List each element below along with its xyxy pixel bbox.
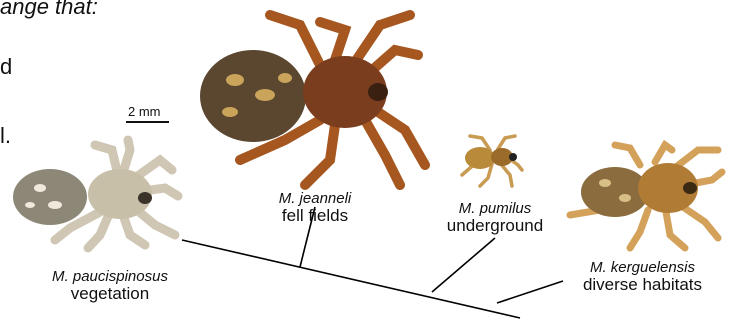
tree-main-branch xyxy=(182,240,520,318)
spider-pumilus xyxy=(462,136,522,186)
species-name-pumilus: M. pumilus xyxy=(415,200,575,217)
species-habitat-kerguelensis: diverse habitats xyxy=(560,275,725,295)
species-name-paucispinosus: M. paucispinosus xyxy=(20,268,200,285)
species-name-jeanneli: M. jeanneli xyxy=(235,190,395,207)
species-habitat-paucispinosus: vegetation xyxy=(20,284,200,304)
spider-kerguelensis xyxy=(570,145,722,248)
species-habitat-jeanneli: fell fields xyxy=(235,206,395,226)
tree-branch-pumilus xyxy=(432,238,495,292)
spider-paucispinosus xyxy=(13,140,178,248)
species-name-kerguelensis: M. kerguelensis xyxy=(560,259,725,276)
tree-branch-kerguelensis xyxy=(497,281,563,303)
spider-jeanneli xyxy=(200,15,425,185)
species-habitat-pumilus: underground xyxy=(415,216,575,236)
